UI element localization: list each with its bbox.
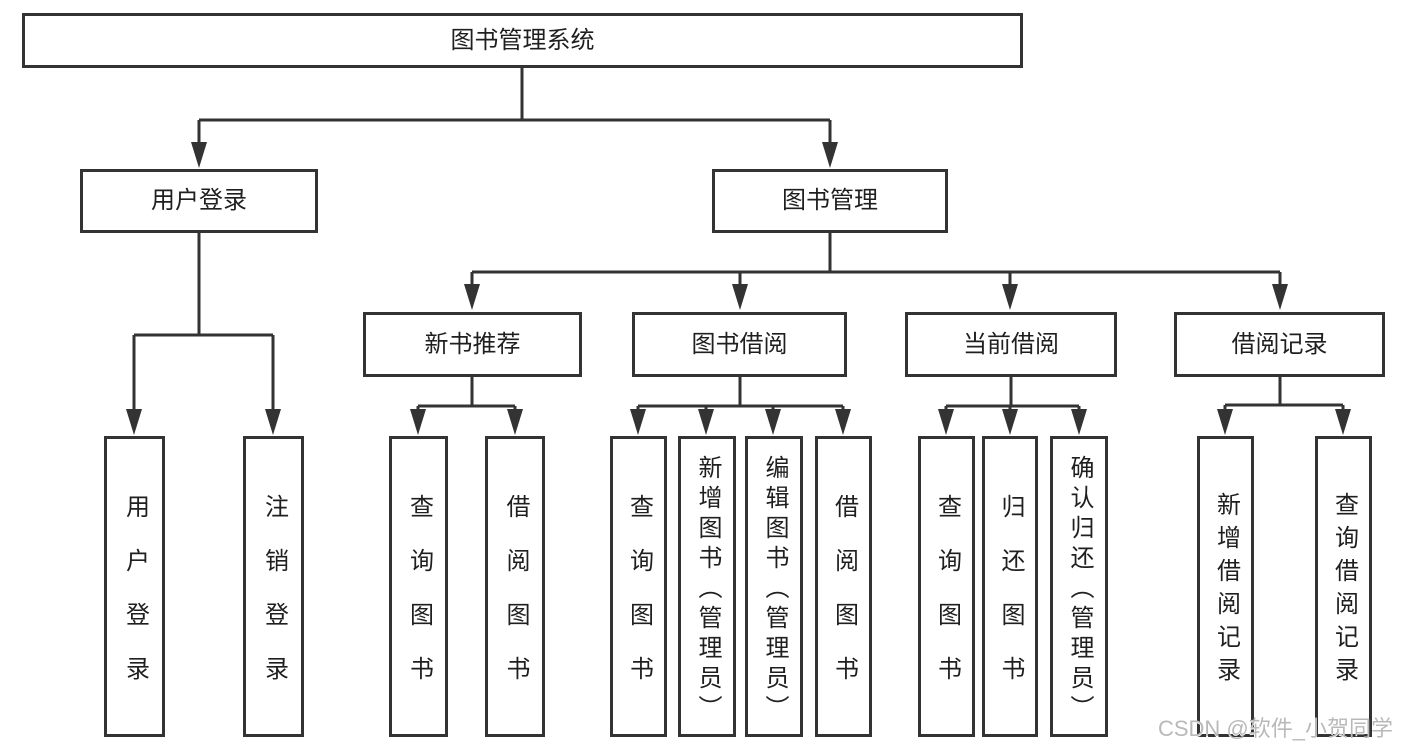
- connector-recommend-to-leaves: [416, 377, 517, 415]
- arrowhead-icon: [698, 409, 714, 435]
- node-label: 新书推荐: [424, 330, 521, 358]
- node-label: 查询图书: [405, 493, 433, 710]
- connector-borrow-to-leaves: [636, 377, 845, 415]
- arrowhead-icon: [126, 409, 142, 435]
- arrowhead-icon: [1335, 409, 1351, 435]
- arrowhead-icon: [410, 409, 426, 435]
- connector-login-to-leaves: [132, 233, 275, 415]
- arrowhead-icon: [507, 409, 523, 435]
- node-leaf-confirm-return-admin: 确认归还（管理员）: [1050, 436, 1108, 737]
- arrowhead-icon: [191, 142, 207, 168]
- node-label: 用户登录: [121, 493, 149, 710]
- node-label: 图书借阅: [691, 330, 788, 358]
- arrowhead-icon: [822, 142, 838, 168]
- node-label: 查询图书: [933, 493, 961, 710]
- node-leaf-query-books-recommend: 查询图书: [389, 436, 448, 737]
- node-leaf-edit-books-admin: 编辑图书（管理员）: [745, 436, 803, 737]
- node-borrow-records: 借阅记录: [1174, 312, 1385, 377]
- node-label: 确认归还（管理员）: [1066, 454, 1093, 725]
- node-user-login: 用户登录: [80, 169, 318, 233]
- connector-records-to-leaves: [1223, 377, 1345, 415]
- node-label: 借阅记录: [1231, 330, 1328, 358]
- node-label: 注销登录: [260, 493, 288, 710]
- node-label: 查询借阅记录: [1330, 492, 1358, 690]
- node-label: 查询图书: [625, 493, 653, 710]
- node-leaf-borrow-books-recommend: 借阅图书: [485, 436, 545, 737]
- node-leaf-add-books-admin: 新增图书（管理员）: [678, 436, 736, 737]
- node-leaf-return-books: 归还图书: [982, 436, 1038, 737]
- node-label: 当前借阅: [963, 330, 1059, 358]
- node-label: 图书管理系统: [450, 26, 595, 54]
- node-current-borrow: 当前借阅: [905, 312, 1117, 377]
- watermark: CSDN @软件_小贺同学: [1157, 716, 1393, 741]
- node-book-borrow: 图书借阅: [632, 312, 847, 377]
- arrowhead-icon: [765, 409, 781, 435]
- arrowhead-icon: [1071, 409, 1087, 435]
- arrowhead-icon: [835, 409, 851, 435]
- connector-mgmt-to-level3: [470, 233, 1282, 290]
- connector-root-to-level2: [197, 68, 832, 148]
- node-leaf-query-books-current: 查询图书: [918, 436, 975, 737]
- node-leaf-logout: 注销登录: [243, 436, 304, 737]
- node-label: 归还图书: [997, 493, 1024, 710]
- arrowhead-icon: [1272, 284, 1288, 310]
- node-leaf-query-borrow-record: 查询借阅记录: [1315, 436, 1372, 737]
- node-label: 用户登录: [151, 187, 247, 214]
- arrowhead-icon: [1002, 409, 1018, 435]
- arrowhead-icon: [1002, 284, 1018, 310]
- arrowhead-icon: [265, 409, 281, 435]
- node-label: 借阅图书: [830, 493, 858, 710]
- node-book-management: 图书管理: [712, 169, 948, 233]
- node-label: 新增图书（管理员）: [694, 454, 721, 725]
- node-label: 新增借阅记录: [1212, 492, 1240, 690]
- node-leaf-borrow-books: 借阅图书: [815, 436, 872, 737]
- node-label: 图书管理: [782, 187, 878, 214]
- node-label: 借阅图书: [502, 493, 529, 710]
- node-label: 编辑图书（管理员）: [761, 454, 788, 725]
- arrowhead-icon: [938, 409, 954, 435]
- arrowhead-icon: [464, 284, 480, 310]
- node-leaf-user-login: 用户登录: [104, 436, 165, 737]
- node-leaf-query-books-borrow: 查询图书: [610, 436, 667, 737]
- node-leaf-add-borrow-record: 新增借阅记录: [1197, 436, 1254, 737]
- arrowhead-icon: [630, 409, 646, 435]
- node-root-system: 图书管理系统: [22, 13, 1023, 68]
- connector-current-to-leaves: [944, 377, 1081, 415]
- arrowhead-icon: [732, 284, 748, 310]
- arrowhead-icon: [1217, 409, 1233, 435]
- node-new-book-recommend: 新书推荐: [363, 312, 582, 377]
